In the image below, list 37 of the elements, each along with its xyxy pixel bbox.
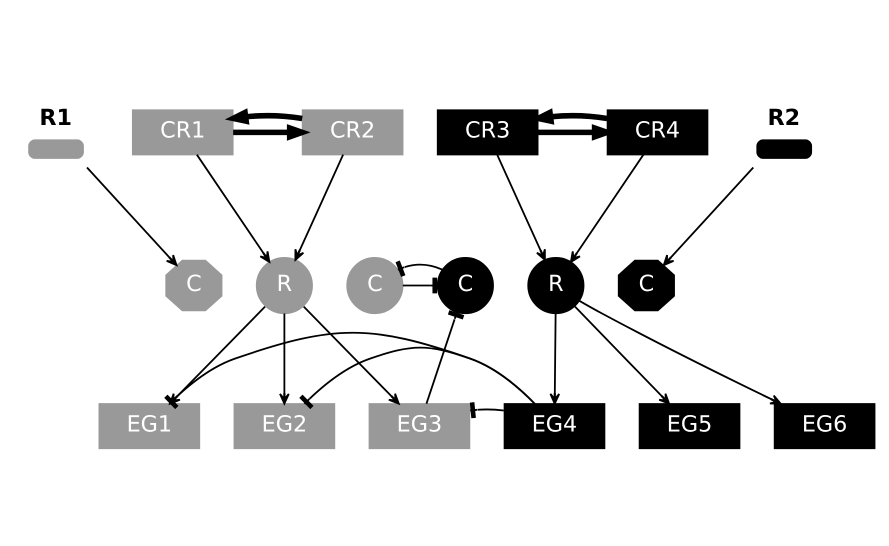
connector xyxy=(470,402,504,418)
arrow xyxy=(233,124,311,141)
connector xyxy=(396,260,443,277)
node-box: EG2 xyxy=(234,403,336,450)
node-circle: C xyxy=(346,257,404,314)
node-box: EG1 xyxy=(98,403,200,450)
node-box: CR3 xyxy=(436,109,538,156)
node-box: EG3 xyxy=(368,403,470,450)
arrow xyxy=(303,306,400,405)
arrow xyxy=(294,154,344,261)
arrow xyxy=(662,166,754,266)
arrow xyxy=(570,154,644,263)
connector xyxy=(299,346,536,410)
node-box xyxy=(756,139,812,159)
node-box: EG5 xyxy=(638,403,740,450)
node-box xyxy=(28,139,84,159)
node-box: CR1 xyxy=(132,109,234,156)
arrow xyxy=(86,166,178,266)
arrow xyxy=(496,154,546,261)
node-box: EG6 xyxy=(774,403,876,450)
node-circle: C xyxy=(436,257,494,314)
node-box: CR4 xyxy=(606,109,708,156)
arrow xyxy=(224,108,303,125)
node-label: R1 xyxy=(39,105,72,132)
node-circle: R xyxy=(256,257,313,314)
connector xyxy=(426,310,464,404)
node-label: R2 xyxy=(768,105,800,132)
connector xyxy=(402,278,438,294)
arrow xyxy=(196,154,270,263)
node-box: EG4 xyxy=(504,403,606,450)
arrow xyxy=(550,314,560,405)
connector xyxy=(164,332,536,410)
node-box: CR2 xyxy=(302,109,404,156)
arrow xyxy=(574,306,670,405)
node-circle: R xyxy=(527,257,584,314)
arrow xyxy=(579,300,782,405)
arrow xyxy=(279,314,290,405)
